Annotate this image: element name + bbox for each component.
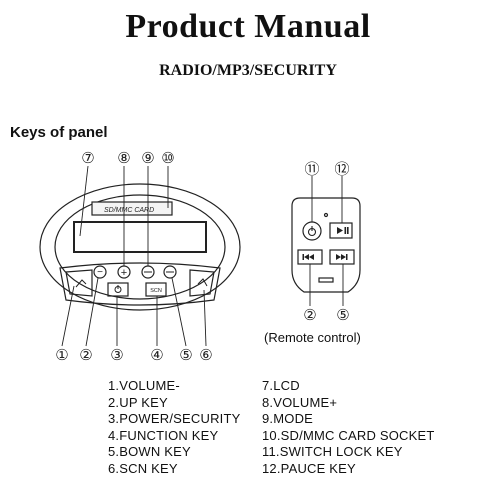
callout-5: ⑤ (179, 346, 192, 364)
legend-item: 5.BOWN KEY (108, 444, 191, 459)
legend-item: 4.FUNCTION KEY (108, 427, 219, 443)
leader-5 (171, 277, 187, 347)
remote-lanyard-slot (318, 277, 334, 283)
callout-1: ① (55, 346, 68, 364)
page-title: Product Manual (125, 8, 371, 45)
head-unit-outer (39, 183, 241, 311)
up-key (65, 269, 93, 297)
callout-7: ⑦ (81, 149, 94, 167)
legend-item: 2.UP KEY (108, 394, 168, 410)
legend-item: 12.PAUCE KEY (262, 460, 356, 476)
leader-7 (79, 165, 89, 237)
callout-9: ⑨ (141, 149, 154, 167)
play-pause-icon (337, 227, 343, 234)
head-unit-inner (54, 194, 226, 300)
play-pause-icon-bar1 (344, 227, 347, 234)
down-arrow-icon (197, 278, 208, 287)
lcd-screen (73, 221, 207, 253)
volume-minus-button (93, 265, 107, 279)
legend-item: 3.POWER/SECURITY (108, 411, 241, 426)
legend-item: 11.SWITCH LOCK KEY (262, 444, 403, 459)
volume-minus-symbol: − (97, 267, 103, 278)
callout-r5: ⑤ (336, 306, 349, 324)
prev-icon (304, 254, 314, 260)
next-icon-bar (346, 254, 348, 260)
callout-8: ⑧ (117, 149, 130, 167)
legend-column-1: 1.VOLUME- 2.UP KEY 3.POWER/SECURITY 4.FU… (108, 378, 241, 477)
callout-r2: ② (303, 306, 316, 324)
power-security-button (107, 282, 129, 297)
bown-key (189, 269, 215, 297)
legend-item: 10.SD/MMC CARD SOCKET (262, 427, 435, 443)
callout-3: ③ (110, 346, 123, 364)
card-slot (91, 201, 173, 216)
legend-item: 6.SCN KEY (108, 460, 178, 476)
section-title: Keys of panel (10, 124, 108, 141)
callout-2: ② (79, 346, 92, 364)
next-icon (336, 254, 346, 260)
remote-control-label: (Remote control) (264, 330, 361, 345)
play-pause-icon-bar2 (347, 227, 349, 234)
remote-body (291, 197, 361, 293)
callout-6: ⑥ (199, 346, 212, 364)
legend-item: 8.VOLUME+ (262, 394, 338, 410)
legend-item: 7.LCD (262, 378, 300, 393)
scn-button (145, 282, 167, 297)
remote-led (323, 212, 329, 218)
button-bezel (59, 262, 221, 306)
legend-item: 1.VOLUME- (108, 378, 180, 393)
callout-11: ⑪ (304, 160, 319, 178)
callout-10: ⑩ (161, 149, 174, 167)
remote-bown-key (329, 249, 355, 265)
up-arrow-icon (75, 279, 87, 288)
page-subtitle: RADIO/MP3/SECURITY (159, 62, 337, 79)
legend-column-2: 7.LCD 8.VOLUME+ 9.MODE 10.SD/MMC CARD SO… (262, 378, 435, 477)
leader-1 (61, 285, 75, 347)
leader-6 (203, 289, 207, 347)
card-slot-label: SD/MMC CARD (104, 207, 154, 214)
leader-2 (85, 277, 99, 347)
legend-item: 9.MODE (262, 411, 314, 426)
prev-icon-bar (302, 254, 304, 260)
scn-symbol: SCN (150, 288, 162, 294)
volume-plus-symbol: + (121, 267, 127, 279)
card-socket-button (163, 265, 177, 279)
callout-12: ⑫ (334, 160, 349, 178)
callout-4: ④ (150, 346, 163, 364)
pauce-key (329, 222, 353, 239)
